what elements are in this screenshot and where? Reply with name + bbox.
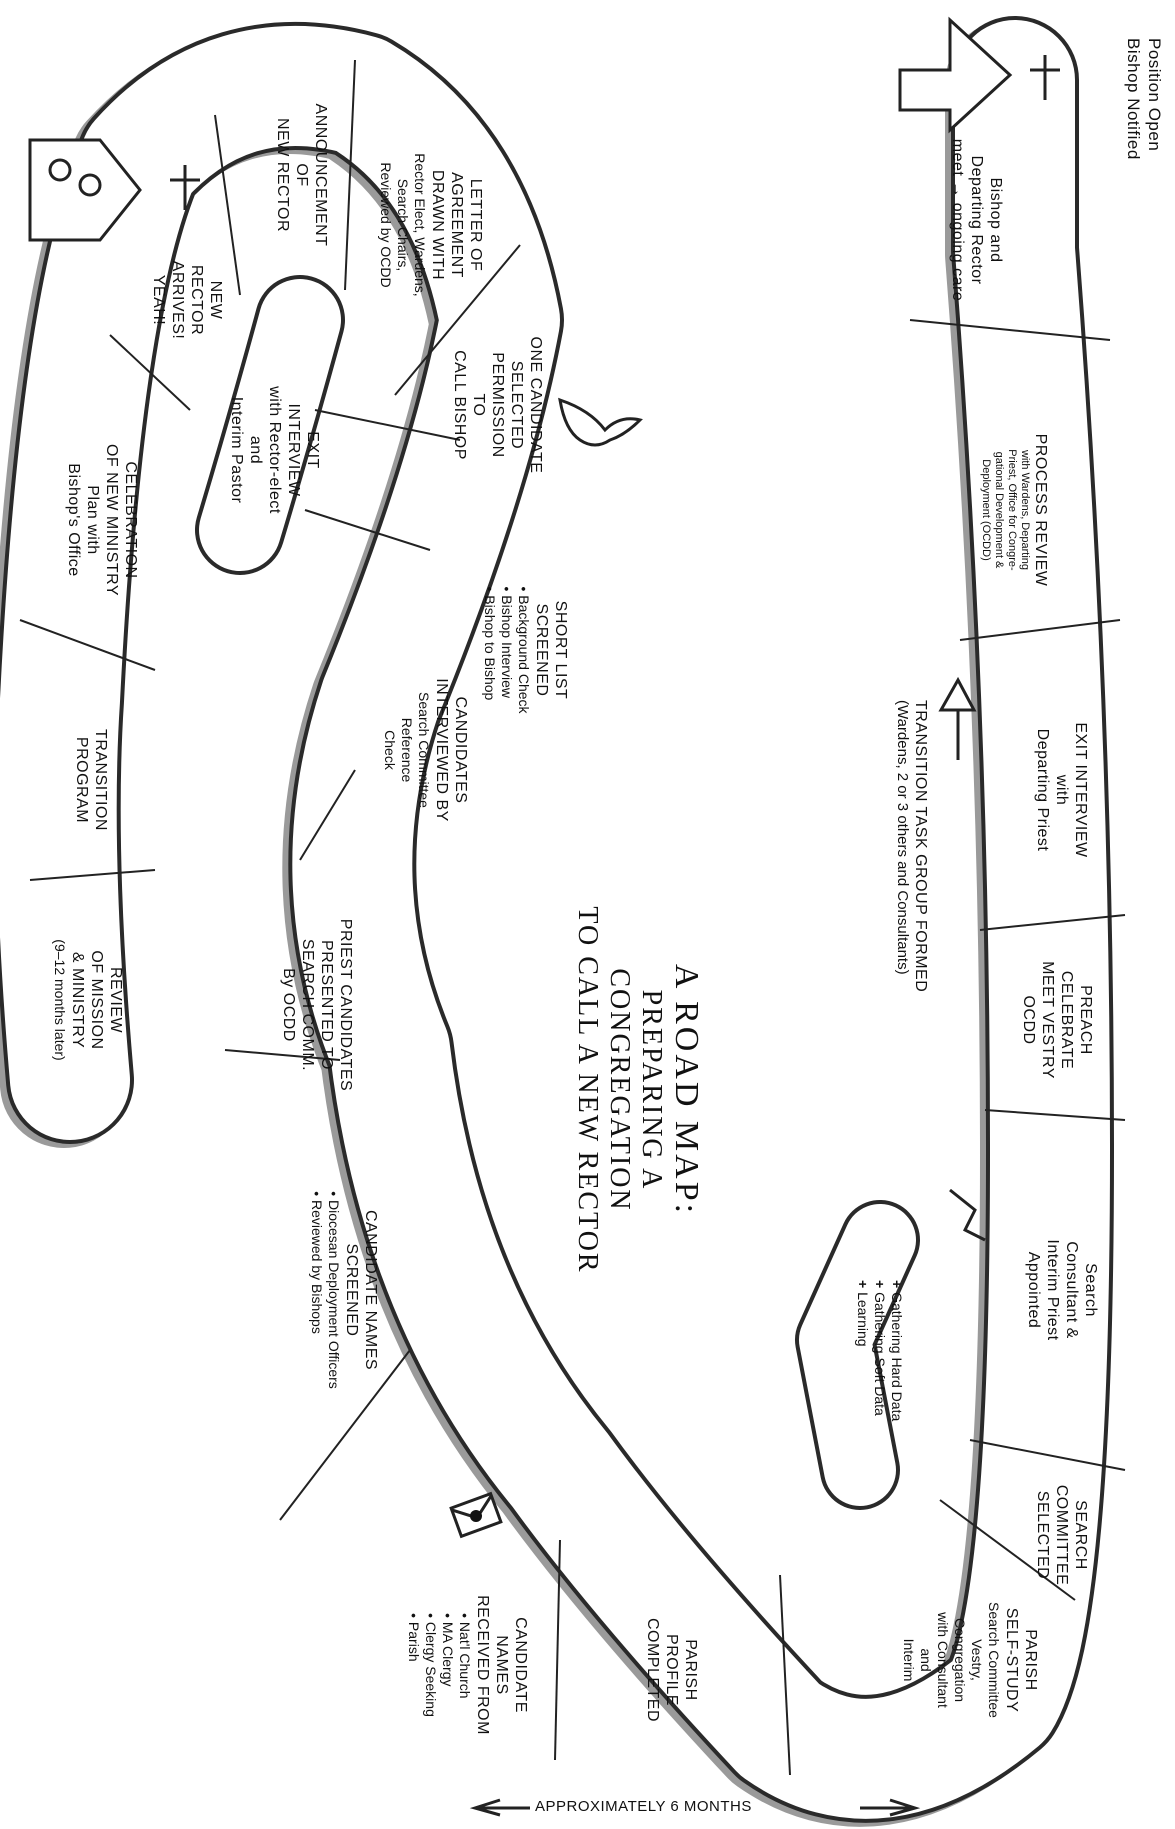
arrival-icon — [28, 138, 200, 242]
cell-parish-self-study: PARISH SELF-STUDY Search Committee Vestr… — [901, 1602, 1039, 1718]
gathering-item: Gathering Hard Data — [888, 1280, 905, 1421]
start-label: Position Open Bishop Notified — [1124, 38, 1164, 160]
cell-parish-profile: PARISH PROFILE COMPLETED — [644, 1617, 699, 1723]
cell-priest-candidates-presented: PRIEST CANDIDATES PRESENTED TO SEARCH CO… — [280, 918, 354, 1092]
cell-transition-program: TRANSITION PROGRAM — [73, 729, 109, 831]
duration-arrow-right-icon — [860, 1798, 921, 1817]
cell-review-mission-ministry: REVIEW OF MISSION & MINISTRY (9–12 month… — [52, 939, 124, 1061]
arrow-icon — [938, 676, 977, 760]
start-arrow — [898, 16, 1060, 134]
gathering-item: Learning — [854, 1280, 871, 1421]
list-item: Bishop Interview — [498, 586, 515, 713]
duration-label: APPROXIMATELY 6 MONTHS — [535, 1798, 752, 1815]
list-item: Parish — [405, 1613, 422, 1717]
road-track — [0, 16, 1114, 1827]
cell-letter-of-agreement: LETTER OF AGREEMENT DRAWN WITH Rector El… — [378, 153, 484, 297]
cell-dividers — [19, 59, 1126, 1776]
cell-exit-interview-rector-elect: EXIT INTERVIEW with Rector-elect and Int… — [228, 386, 321, 514]
cross-icon — [170, 165, 200, 210]
list-item: Nat'l Church — [456, 1613, 473, 1717]
cell-candidates-interviewed: CANDIDATES INTERVIEWED BY Search Committ… — [382, 678, 469, 822]
cell-exit-interview-priest: EXIT INTERVIEW with Departing Priest — [1034, 722, 1089, 858]
cell-search-committee: SEARCH COMMITTEE SELECTED — [1034, 1484, 1089, 1586]
title-line-1: A ROAD MAP: — [668, 963, 705, 1217]
page-title: A ROAD MAP: PREPARING A CONGREGATION TO … — [571, 710, 705, 1470]
gathering-list: Gathering Hard Data Gathering Soft Data … — [854, 1280, 905, 1421]
list-item: Diocesan Deployment Officers — [325, 1191, 342, 1389]
cell-candidate-names-screened: CANDIDATE NAMES SCREENED Diocesan Deploy… — [308, 1160, 380, 1420]
list-item: MA Clergy — [439, 1613, 456, 1717]
gathering-item: Gathering Soft Data — [871, 1280, 888, 1421]
arrow-icon — [949, 1188, 986, 1242]
cell-announcement: ANNOUNCEMENT OF NEW RECTOR — [274, 103, 329, 247]
envelope-icon — [449, 1491, 503, 1539]
person-icon — [48, 158, 72, 182]
dove-icon — [558, 397, 643, 447]
title-line-4: TO CALL A NEW RECTOR — [572, 906, 603, 1274]
cell-new-rector-arrives: NEW RECTOR ARRIVES! YEAH! — [150, 260, 224, 340]
list-item: Background Check — [515, 586, 532, 713]
cell-one-candidate-selected: ONE CANDIDATE SELECTED PERMISSION TO CAL… — [451, 336, 544, 474]
list-item: Reviewed by Bishops — [308, 1191, 325, 1389]
list-item: Clergy Seeking — [422, 1613, 439, 1717]
cross-icon — [1030, 55, 1060, 100]
cell-bishop-meet: Bishop and Departing Rector meet → ongoi… — [949, 138, 1004, 302]
duration-arrow-left-icon — [469, 1798, 530, 1817]
cell-candidate-names-received: CANDIDATE NAMES RECEIVED FROM Nat'l Chur… — [405, 1560, 530, 1770]
cell-process-review: PROCESS REVIEW with Wardens, Departing P… — [980, 433, 1049, 587]
list-item: Bishop to Bishop — [481, 586, 498, 713]
cell-celebration-new-ministry: CELEBRATION OF NEW MINISTRY Plan with Bi… — [65, 443, 139, 597]
title-line-2: PREPARING A — [636, 989, 667, 1191]
cell-search-consultant: Search Consultant & Interim Priest Appoi… — [1025, 1239, 1099, 1341]
title-line-3: CONGREGATION — [604, 968, 635, 1212]
task-group-label: TRANSITION TASK GROUP FORMED (Wardens, 2… — [894, 700, 929, 993]
cell-short-list-screened: SHORT LIST SCREENED Background Check Bis… — [481, 550, 570, 750]
person-icon — [78, 173, 102, 197]
cell-preach-celebrate: PREACH CELEBRATE MEET VESTRY OCDD — [1020, 961, 1094, 1079]
